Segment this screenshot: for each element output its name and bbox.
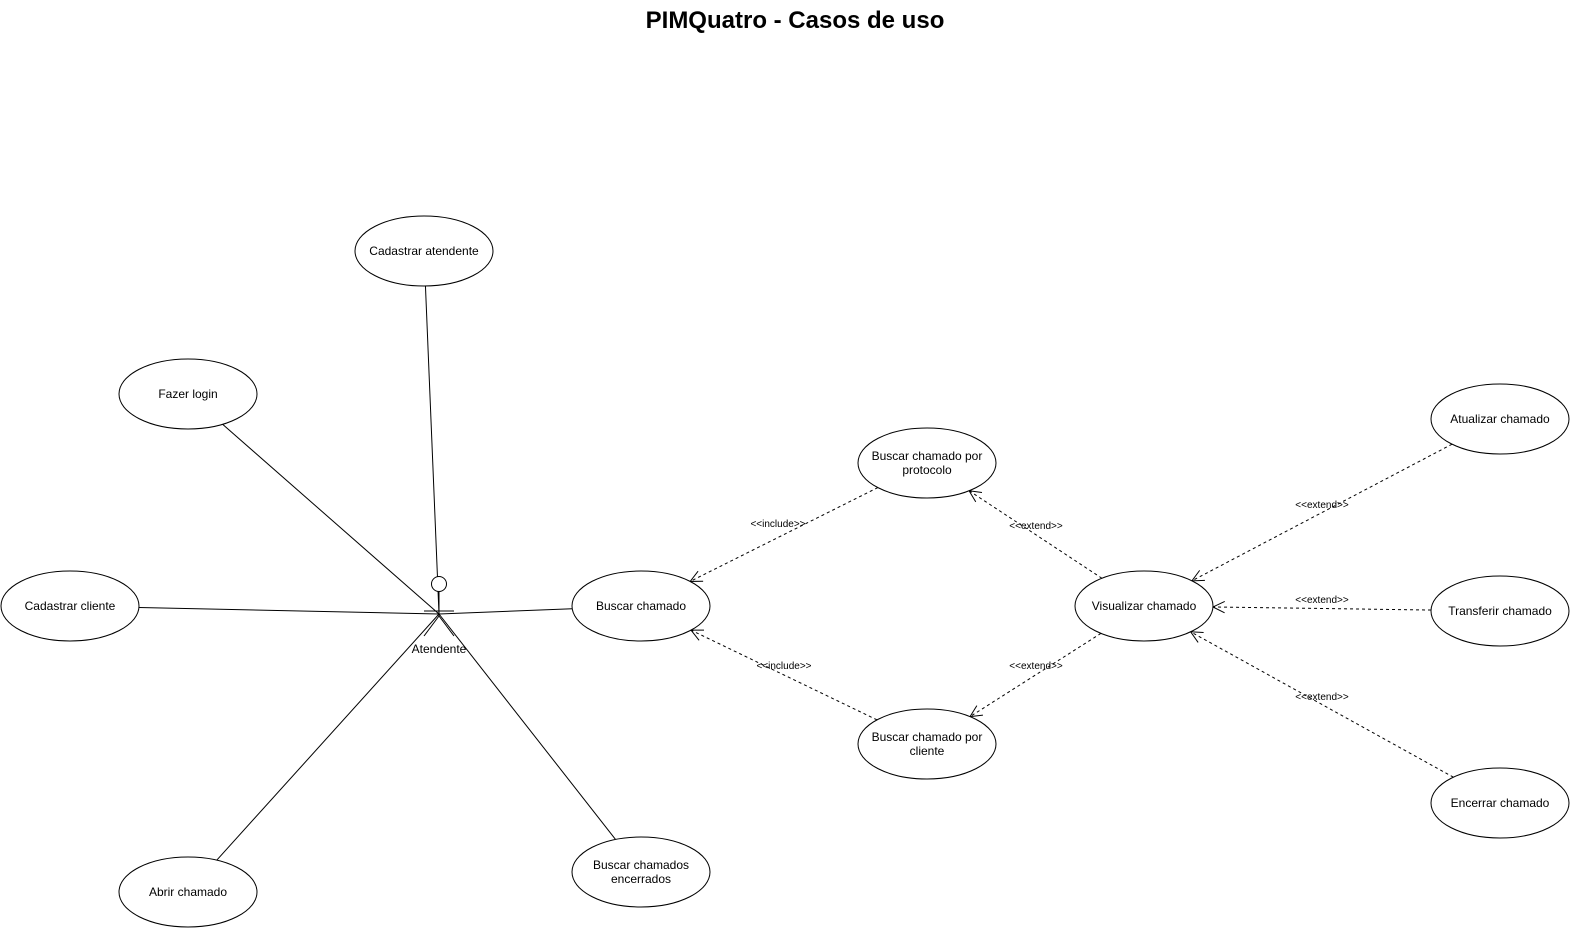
use-case-label: Cadastrar atendente	[369, 244, 479, 258]
use-case-label: Transferir chamado	[1448, 604, 1552, 618]
use-case-ellipse	[571, 836, 711, 908]
extend-arrow-visualizar-chamado-to-buscar-por-cliente	[969, 632, 1102, 718]
actor-atendente[interactable]: Atendente	[412, 576, 467, 657]
actor-head	[431, 576, 447, 592]
use-case-cadastrar-cliente[interactable]: Cadastrar cliente	[0, 570, 140, 642]
use-case-label: Fazer login	[158, 387, 217, 401]
use-case-label: Atualizar chamado	[1450, 412, 1550, 426]
connections-layer	[138, 285, 1454, 861]
use-case-label: Visualizar chamado	[1092, 599, 1197, 613]
use-case-visualizar-chamado[interactable]: Visualizar chamado	[1074, 570, 1214, 642]
actor-label: Atendente	[412, 642, 467, 656]
use-case-transferir-chamado[interactable]: Transferir chamado	[1430, 575, 1570, 647]
extend-stereotype-label: <<extend>>	[1295, 692, 1349, 703]
diagram-title: PIMQuatro - Casos de uso	[646, 7, 945, 34]
use-case-label: Buscar chamado por	[872, 449, 983, 463]
association-line-buscar-chamado	[438, 608, 573, 615]
include-arrow-buscar-por-cliente-to-buscar-chamado	[690, 629, 878, 721]
extend-arrow-visualizar-chamado-to-buscar-por-protocolo	[968, 490, 1103, 579]
association-line-cadastrar-atendente	[424, 285, 440, 615]
arrowhead-icon	[1189, 631, 1204, 643]
use-case-label: cliente	[910, 744, 945, 758]
association-line-buscar-chamados-encerrados	[438, 613, 616, 840]
use-case-ellipse	[571, 570, 711, 642]
arrowhead-icon	[689, 570, 704, 582]
include-stereotype-label: <<include>>	[750, 519, 805, 530]
use-case-ellipse	[1430, 767, 1570, 839]
include-stereotype-label: <<include>>	[756, 661, 811, 672]
association-line-abrir-chamado	[216, 613, 440, 861]
use-case-ellipse	[0, 570, 140, 642]
stereotype-labels-layer: <<include>> <<include>> <<extend>> <<extend…	[750, 500, 1348, 703]
use-case-label: protocolo	[902, 463, 952, 477]
use-case-label: Buscar chamados	[593, 858, 689, 872]
arrowhead-icon	[1190, 570, 1205, 582]
use-case-ellipse	[857, 427, 997, 499]
use-case-label: Abrir chamado	[149, 885, 227, 899]
extend-stereotype-label: <<extend>>	[1009, 661, 1063, 672]
actor-right-leg	[438, 615, 455, 637]
extend-stereotype-label: <<extend>>	[1009, 521, 1063, 532]
use-case-label: Buscar chamado	[596, 599, 686, 613]
use-case-atualizar-chamado[interactable]: Atualizar chamado	[1430, 383, 1570, 455]
association-line-fazer-login	[222, 423, 440, 615]
use-case-ellipse	[118, 358, 258, 430]
extend-arrow-transferir-chamado-to-visualizar-chamado	[1212, 606, 1432, 611]
use-case-label: Buscar chamado por	[872, 730, 983, 744]
use-case-cadastrar-atendente[interactable]: Cadastrar atendente	[354, 215, 494, 287]
actor-left-leg	[423, 615, 440, 637]
use-case-label: Cadastrar cliente	[25, 599, 116, 613]
extend-arrow-encerrar-chamado-to-visualizar-chamado	[1190, 631, 1454, 778]
use-case-abrir-chamado[interactable]: Abrir chamado	[118, 856, 258, 928]
use-case-buscar-chamado[interactable]: Buscar chamado	[571, 570, 711, 642]
use-case-label: encerrados	[611, 872, 671, 886]
use-case-ellipse	[1430, 383, 1570, 455]
extend-stereotype-label: <<extend>>	[1295, 500, 1349, 511]
use-case-fazer-login[interactable]: Fazer login	[118, 358, 258, 430]
use-case-ellipse	[354, 215, 494, 287]
use-case-label: Encerrar chamado	[1451, 796, 1550, 810]
use-case-ellipse	[118, 856, 258, 928]
use-case-encerrar-chamado[interactable]: Encerrar chamado	[1430, 767, 1570, 839]
extend-arrow-atualizar-chamado-to-visualizar-chamado	[1191, 443, 1453, 582]
include-arrow-buscar-por-protocolo-to-buscar-chamado	[689, 487, 879, 582]
use-case-ellipse	[1074, 570, 1214, 642]
use-case-ellipse	[857, 708, 997, 780]
association-line-cadastrar-cliente	[138, 606, 440, 615]
extend-stereotype-label: <<extend>>	[1295, 595, 1349, 606]
use-case-ellipse	[1430, 575, 1570, 647]
